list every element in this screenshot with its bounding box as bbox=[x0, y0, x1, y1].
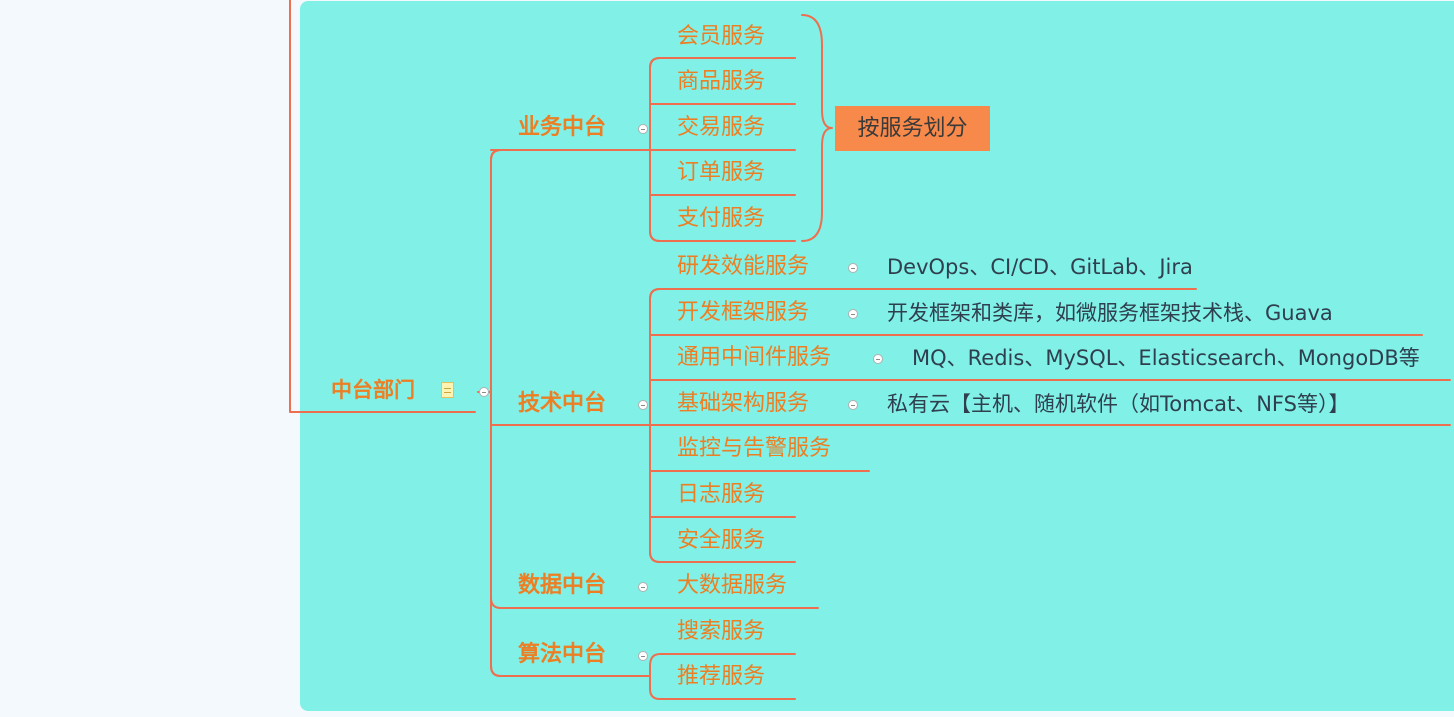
topic-bigdata-service[interactable]: 大数据服务 bbox=[677, 573, 788, 598]
detail-rd-efficiency[interactable]: DevOps、CI/CD、GitLab、Jira bbox=[887, 255, 1193, 279]
topic-rd-efficiency-service[interactable]: 研发效能服务 bbox=[677, 254, 810, 279]
topic-recommendation-service[interactable]: 推荐服务 bbox=[677, 664, 766, 689]
branch-data-connector bbox=[490, 597, 819, 609]
branch-algorithm-collapse-toggle[interactable] bbox=[638, 651, 648, 661]
infrastructure-collapse-toggle[interactable] bbox=[848, 400, 858, 410]
branch-data-label[interactable]: 数据中台 bbox=[518, 573, 607, 598]
branch-business-label[interactable]: 业务中台 bbox=[518, 115, 607, 140]
branch-algorithm-label[interactable]: 算法中台 bbox=[518, 642, 607, 667]
branch-data-collapse-toggle[interactable] bbox=[638, 582, 648, 592]
summary-box-by-service[interactable]: 按服务划分 bbox=[835, 106, 990, 151]
detail-middleware[interactable]: MQ、Redis、MySQL、Elasticsearch、MongoDB等 bbox=[912, 346, 1420, 370]
topic-security-service[interactable]: 安全服务 bbox=[677, 528, 766, 553]
child-line-member bbox=[649, 57, 796, 69]
dev-framework-collapse-toggle[interactable] bbox=[848, 309, 858, 319]
branch-business-connector bbox=[490, 149, 651, 161]
topic-order-service[interactable]: 订单服务 bbox=[677, 160, 766, 185]
topic-monitoring-alerting-service[interactable]: 监控与告警服务 bbox=[677, 436, 832, 461]
topic-search-service[interactable]: 搜索服务 bbox=[677, 619, 766, 644]
algo-children-spine bbox=[649, 653, 796, 700]
parent-connector bbox=[289, 0, 331, 413]
detail-dev-framework[interactable]: 开发框架和类库，如微服务框架技术栈、Guava bbox=[887, 301, 1333, 325]
detail-infrastructure[interactable]: 私有云【主机、随机软件（如Tomcat、NFS等）】 bbox=[887, 392, 1350, 416]
topic-goods-service[interactable]: 商品服务 bbox=[677, 69, 766, 94]
topic-middleware-service[interactable]: 通用中间件服务 bbox=[677, 345, 832, 370]
middleware-collapse-toggle[interactable] bbox=[873, 354, 883, 364]
topic-logging-service[interactable]: 日志服务 bbox=[677, 482, 766, 507]
branch-business-collapse-toggle[interactable] bbox=[638, 124, 648, 134]
note-icon[interactable] bbox=[441, 382, 454, 398]
branch-algorithm-connector bbox=[490, 665, 651, 677]
topic-dev-framework-service[interactable]: 开发框架服务 bbox=[677, 300, 810, 325]
rd-efficiency-collapse-toggle[interactable] bbox=[848, 263, 858, 273]
branch-technology-collapse-toggle[interactable] bbox=[638, 400, 648, 410]
root-node-label[interactable]: 中台部门 bbox=[331, 378, 415, 402]
topic-member-service[interactable]: 会员服务 bbox=[677, 24, 766, 49]
branch-technology-label[interactable]: 技术中台 bbox=[518, 391, 607, 416]
topic-infrastructure-service[interactable]: 基础架构服务 bbox=[677, 391, 810, 416]
topic-trade-service[interactable]: 交易服务 bbox=[677, 115, 766, 140]
child-line-payment bbox=[649, 230, 796, 242]
level1-spine bbox=[477, 149, 502, 677]
topic-payment-service[interactable]: 支付服务 bbox=[677, 206, 766, 231]
child-line-rd-efficiency bbox=[649, 288, 1197, 300]
child-line-security bbox=[649, 551, 796, 563]
summary-brace bbox=[801, 14, 833, 242]
root-collapse-toggle[interactable] bbox=[479, 387, 489, 397]
